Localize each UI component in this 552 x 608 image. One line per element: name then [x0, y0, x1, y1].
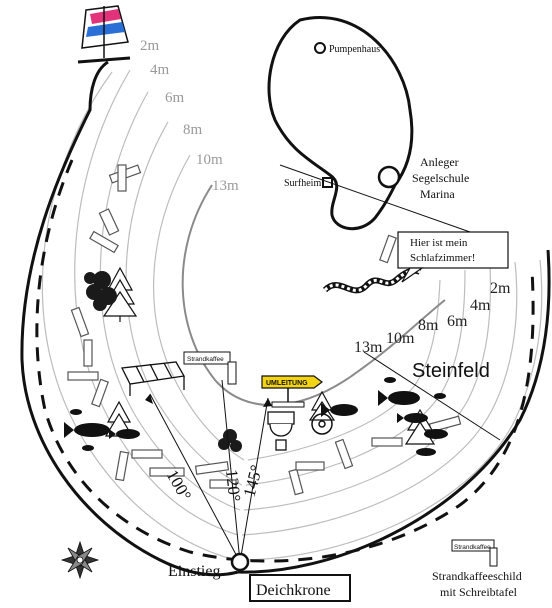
- island-pointer-line: [279, 164, 471, 233]
- pumpenhaus-marker: [314, 42, 326, 54]
- strandkaffee-text: Strandkaffee: [187, 356, 224, 363]
- toilet-icon: [267, 411, 295, 451]
- eel-icon: [322, 267, 422, 294]
- steinfeld-label: Steinfeld: [412, 360, 490, 382]
- speech-bubble-line2: Schlafzimmer!: [410, 252, 475, 264]
- depth-label: 10m: [196, 152, 223, 168]
- depth-label: 8m: [418, 317, 439, 334]
- depth-label: 13m: [354, 339, 383, 356]
- shoreline-left: [20, 60, 239, 577]
- einstieg-marker: [230, 552, 250, 572]
- speech-bubble: [397, 231, 509, 283]
- arrow-145: [263, 398, 272, 407]
- shoreline-right: [237, 249, 551, 574]
- einstieg-label: Einstieg: [168, 563, 220, 580]
- platform-icon: [121, 361, 186, 396]
- depth-label: 4m: [470, 297, 491, 314]
- fish-icon: [64, 377, 448, 456]
- depth-contours-right: [239, 259, 543, 561]
- tree-icon: [102, 266, 436, 445]
- legend-caption-line1: Strandkaffeeschild: [432, 569, 522, 583]
- bearing-lines: [149, 351, 501, 563]
- windsurfer-icon: [77, 5, 131, 64]
- umleitung-text: UMLEITUNG: [266, 380, 308, 387]
- depth-label: 8m: [183, 122, 203, 138]
- depth-label: 6m: [447, 313, 468, 330]
- deichkrone-box: [249, 574, 351, 602]
- depth-label: 4m: [150, 62, 170, 78]
- depth-label: 6m: [165, 90, 185, 106]
- surfheim-marker: [322, 177, 333, 188]
- deichkrone-label: Deichkrone: [256, 582, 331, 599]
- island: [267, 16, 414, 230]
- legend-caption-line2: mit Schreibtafel: [440, 585, 518, 599]
- depth-labels-left: 2m 4m 6m 8m 10m 13m: [140, 38, 239, 194]
- anleger-label: Anleger: [420, 155, 459, 169]
- strandkaffee-sign: [183, 351, 237, 385]
- bearing-100: 100°: [163, 467, 196, 504]
- umleitung-sign: [261, 375, 323, 408]
- depth-labels-right: 2m 4m 6m 8m 10m 13m: [354, 280, 511, 356]
- sunken-objects: [67, 164, 462, 496]
- marina-label: Marina: [420, 187, 455, 201]
- depth-label: 13m: [212, 178, 239, 194]
- speech-bubble-line1: Hier ist mein: [410, 237, 468, 249]
- depth-contours: [41, 69, 245, 561]
- bush-icon: [84, 271, 242, 452]
- pumpenhaus-label: Pumpenhaus: [329, 44, 380, 55]
- bearing-145: 145°: [240, 463, 267, 499]
- depth-label: 2m: [140, 38, 160, 54]
- arrow-100: [145, 394, 153, 404]
- wheel-icon: [311, 413, 333, 435]
- contour-13m: [181, 184, 446, 406]
- dive-zone-boundary: [35, 159, 535, 563]
- depth-label: 2m: [490, 280, 511, 297]
- legend-sign-text: Strandkaffee: [454, 544, 491, 551]
- anleger-marker: [377, 165, 401, 189]
- legend-sign-icon: [451, 539, 498, 567]
- depth-label: 10m: [386, 330, 415, 347]
- surfheim-label: Surfheim: [284, 178, 321, 189]
- compass-rose-icon: [60, 540, 100, 580]
- bearing-120: 120°: [222, 468, 244, 502]
- segelschule-label: Segelschule: [412, 171, 469, 185]
